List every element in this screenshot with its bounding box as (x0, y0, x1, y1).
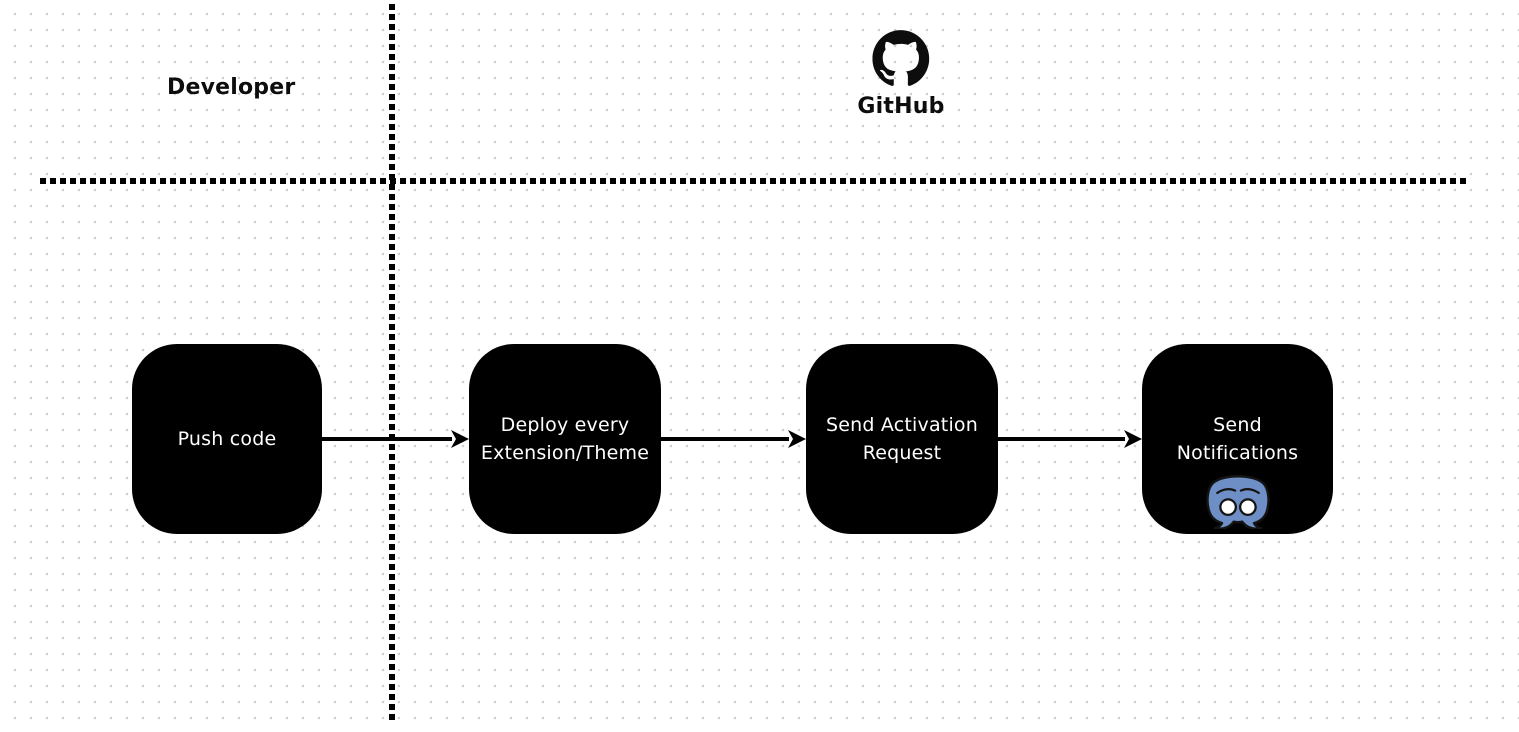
horizontal-lane-divider (40, 178, 1469, 184)
node-send-notifications: Send Notifications (1142, 344, 1333, 534)
node-label: Push code (177, 428, 277, 450)
node-label: Send Notifications (1176, 414, 1299, 464)
lane-header-github: GitHub (857, 30, 944, 119)
node-label: Deploy every Extension/Theme (480, 414, 650, 464)
connector-arrow-1 (322, 430, 469, 448)
discord-icon (1205, 474, 1270, 529)
connector-arrow-2 (661, 430, 806, 448)
connector-arrow-3 (998, 430, 1142, 448)
node-label: Send Activation Request (825, 414, 978, 464)
lane-label-github: GitHub (857, 94, 945, 119)
node-send-activation-request: Send Activation Request (806, 344, 998, 534)
lane-label-developer: Developer (167, 75, 296, 100)
vertical-lane-divider (389, 4, 395, 722)
github-icon (872, 30, 930, 86)
node-deploy-extension-theme: Deploy every Extension/Theme (469, 344, 661, 534)
node-push-code: Push code (132, 344, 322, 534)
